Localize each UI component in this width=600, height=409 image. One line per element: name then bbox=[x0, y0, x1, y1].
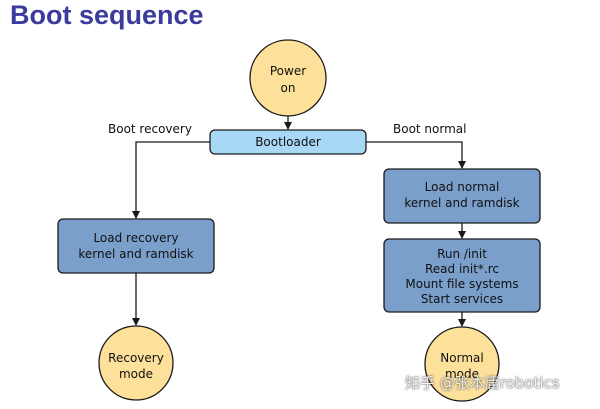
bootloader-label: Bootloader bbox=[255, 135, 321, 149]
edge-boot-normal bbox=[366, 141, 466, 169]
power-on-label-line1: Power bbox=[270, 64, 306, 78]
normal-mode-label-line1: Normal bbox=[440, 351, 483, 365]
watermark: 知乎 @张本庸robotics bbox=[405, 374, 560, 392]
bootloader-node: Bootloader bbox=[209, 129, 367, 155]
load-normal-node: Load normal kernel and ramdisk bbox=[383, 168, 541, 224]
load-recovery-label-line1: Load recovery bbox=[93, 231, 178, 245]
power-on-label-line2: on bbox=[281, 81, 296, 95]
init-steps-node: Run /init Read init*.rc Mount file syste… bbox=[383, 238, 541, 313]
recovery-mode-label-line1: Recovery bbox=[108, 351, 164, 365]
normal-mode-node: Normal mode bbox=[424, 326, 500, 402]
load-normal-label-line2: kernel and ramdisk bbox=[404, 196, 519, 210]
init-steps-line3: Mount file systems bbox=[405, 277, 518, 291]
load-normal-label-line1: Load normal bbox=[425, 180, 500, 194]
power-on-node: Power on bbox=[249, 39, 327, 117]
init-steps-line1: Run /init bbox=[437, 247, 487, 261]
load-recovery-label-line2: kernel and ramdisk bbox=[78, 247, 193, 261]
page-title: Boot sequence bbox=[10, 0, 204, 30]
normal-mode-label-line2: mode bbox=[445, 367, 479, 381]
init-steps-line2: Read init*.rc bbox=[425, 262, 499, 276]
load-recovery-node: Load recovery kernel and ramdisk bbox=[57, 218, 215, 274]
edge-boot-recovery bbox=[132, 141, 210, 219]
recovery-mode-node: Recovery mode bbox=[98, 325, 174, 401]
edge-label-boot-normal: Boot normal bbox=[393, 122, 466, 136]
connectors bbox=[132, 116, 466, 327]
init-steps-line4: Start services bbox=[421, 292, 503, 306]
edge-label-boot-recovery: Boot recovery bbox=[108, 122, 192, 136]
recovery-mode-label-line2: mode bbox=[119, 367, 153, 381]
